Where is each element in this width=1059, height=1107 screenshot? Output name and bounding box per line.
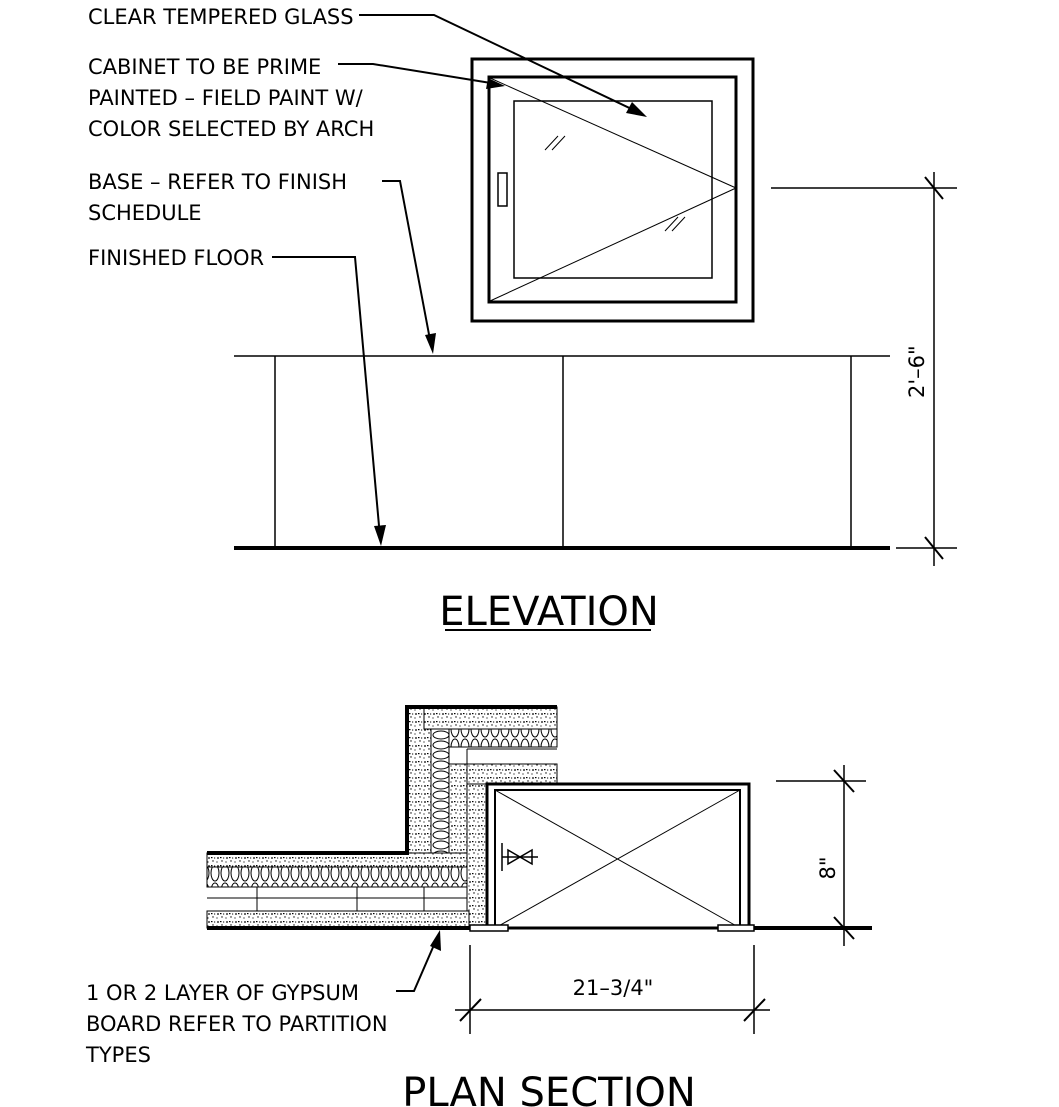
note-gypsum-line-3: TYPES: [85, 1043, 151, 1067]
wall-stud-lines: [207, 748, 557, 911]
note-finished-floor: FINISHED FLOOR: [88, 246, 264, 270]
cabinet-outer-frame: [470, 57, 755, 323]
dimension-tick-top: [924, 176, 944, 200]
note-cabinet-line-3: COLOR SELECTED BY ARCH: [88, 117, 374, 141]
dimension-8-tick-top: [833, 769, 855, 793]
glass-reflection-mark: [544, 135, 686, 232]
note-cabinet-line-1: CABINET TO BE PRIME: [88, 55, 321, 79]
leader-floor: [272, 256, 386, 546]
cabinet-door: [487, 75, 738, 304]
door-handle: [497, 172, 508, 207]
glass-panel: [513, 100, 713, 279]
dimension-label-height: 2'–6": [905, 345, 929, 398]
leader-glass: [359, 14, 647, 117]
wall-outline-heavy: [207, 705, 557, 855]
note-base-line-2: SCHEDULE: [88, 201, 202, 225]
dimension-label-depth: 8": [816, 856, 840, 879]
wall-step-vertical-gypsum: [466, 783, 488, 930]
wall-top-insulation: [448, 728, 558, 748]
wall-top-gypsum: [423, 706, 558, 730]
note-base-line-1: BASE – REFER TO FINISH: [88, 170, 347, 194]
wall-lower-gypsum-top: [206, 852, 468, 868]
wall-lower-insulation: [206, 866, 468, 888]
wall-vertical-insulation: [430, 728, 450, 857]
elevation-title: ELEVATION: [439, 589, 659, 635]
dimension-label-width: 21–3/4": [573, 976, 654, 1000]
trim-plate-left: [469, 924, 509, 932]
note-gypsum-line-2: BOARD REFER TO PARTITION: [86, 1012, 388, 1036]
wall-lower-gypsum-bottom: [206, 910, 470, 929]
note-gypsum-line-1: 1 OR 2 LAYER OF GYPSUM: [86, 981, 359, 1005]
note-cabinet-line-2: PAINTED – FIELD PAINT W/: [88, 86, 364, 110]
plan-cabinet-diagonal-2: [494, 789, 741, 929]
wall-step-gypsum: [466, 763, 558, 785]
leader-cabinet: [338, 63, 505, 89]
dimension-8-tick-bottom: [833, 916, 855, 940]
elevation-view: [234, 14, 957, 566]
note-clear-tempered-glass: CLEAR TEMPERED GLASS: [88, 5, 354, 29]
plan-cabinet-box-outer: [485, 782, 751, 930]
valve-icon: [501, 843, 538, 871]
plan-cabinet-box-inner: [494, 789, 741, 929]
dimension-width-tick-right: [743, 998, 766, 1022]
leader-base: [382, 180, 436, 354]
plan-section-view: [206, 705, 872, 1034]
trim-plate-right: [717, 924, 755, 932]
leader-gypsum: [396, 930, 441, 992]
door-swing-line-bottom: [489, 187, 737, 302]
dimension-tick-bottom: [924, 536, 944, 560]
plan-section-title: PLAN SECTION: [402, 1070, 696, 1107]
wall-vertical-gypsum-inner: [448, 763, 468, 857]
dimension-width-tick-left: [459, 998, 482, 1022]
door-swing-line-top: [489, 77, 737, 189]
